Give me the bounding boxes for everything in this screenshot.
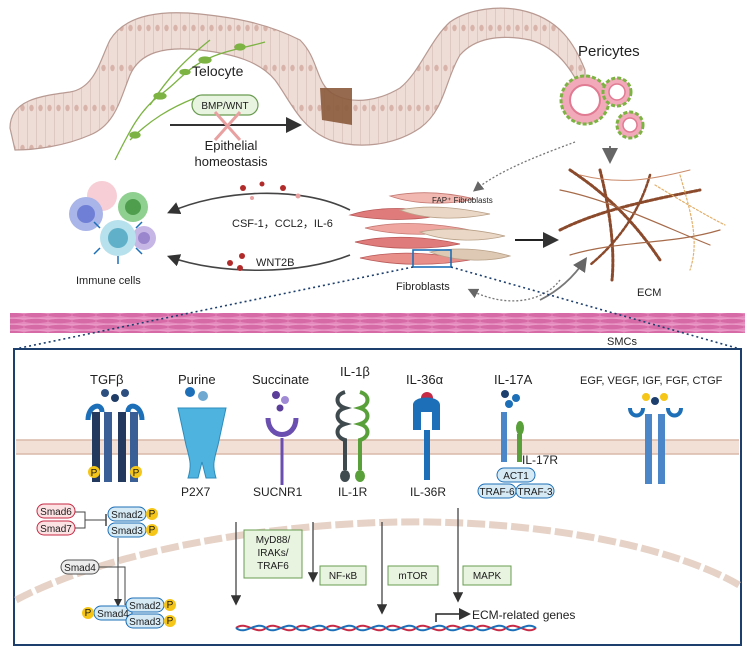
zoom-line-left	[14, 266, 414, 350]
complex-phospho-bottom: P	[167, 616, 174, 627]
epithelial-homeostasis-line2: homeostasis	[195, 154, 268, 169]
traf6-label: TRAF-6	[480, 487, 515, 498]
complex-smad4-label: Smad4	[97, 609, 129, 620]
complex-phospho-top: P	[167, 600, 174, 611]
purine-label: Purine	[178, 372, 216, 387]
pericyte-to-fibroblast-arrow	[472, 141, 576, 192]
wnt2b-label: WNT2B	[256, 257, 295, 269]
pathway-arrows	[230, 508, 464, 615]
immune-cells	[69, 181, 156, 264]
complex-smad3-label: Smad3	[129, 617, 161, 628]
smad4-label: Smad4	[64, 563, 96, 574]
il36r-receptor	[413, 392, 440, 480]
traf3-label: TRAF-3	[518, 487, 553, 498]
smad2-label: Smad2	[111, 510, 143, 521]
nfkb-label: NF-κB	[329, 571, 358, 582]
ecm-genes-label: ECM-related genes	[472, 608, 575, 622]
pericyte-vessels	[559, 74, 645, 140]
p2x7-label: P2X7	[181, 485, 211, 499]
tgfb-receptor: P P	[85, 389, 145, 482]
sucnr1-label: SUCNR1	[253, 485, 303, 499]
immune-cells-label: Immune cells	[76, 275, 141, 287]
p2x7-receptor	[177, 387, 227, 479]
mtor-label: mTOR	[398, 571, 427, 582]
fibroblast-cluster	[348, 192, 512, 268]
il17r-label: IL-17R	[522, 453, 558, 467]
il1r-receptor	[335, 390, 370, 482]
smc-to-ecm-arrow	[539, 257, 587, 301]
fibroblasts-label: Fibroblasts	[396, 281, 450, 293]
smcs-label: SMCs	[607, 336, 637, 348]
telocyte-label: Telocyte	[192, 63, 244, 79]
sucnr1-receptor	[265, 391, 299, 485]
mtor-box	[387, 565, 439, 586]
il36r-label: IL-36R	[410, 485, 446, 499]
epithelial-homeostasis-line1: Epithelial	[205, 138, 258, 153]
growth-factors-label: EGF, VEGF, IGF, FGF, CTGF	[580, 375, 723, 387]
il17r-receptor	[477, 390, 555, 499]
myd88-line1: MyD88/	[256, 535, 291, 546]
il1b-label: IL-1β	[340, 364, 370, 379]
myd88-box	[243, 529, 303, 579]
inhibition-cross-icon	[213, 111, 242, 141]
ecm-fibers	[558, 168, 726, 282]
tgfb-label: TGFβ	[90, 372, 123, 387]
mapk-label: MAPK	[473, 571, 502, 582]
bmp-wnt-box	[191, 94, 259, 116]
pericytes-label: Pericytes	[578, 43, 640, 60]
myd88-line3: TRAF6	[257, 561, 289, 572]
growth-factor-receptor	[628, 393, 683, 484]
telocyte-cells	[114, 39, 266, 161]
tgfb-phospho-left: P	[91, 468, 98, 479]
cytokine-arrow	[167, 192, 351, 214]
il36a-label: IL-36α	[406, 372, 444, 387]
ecm-label: ECM	[637, 287, 661, 299]
intestinal-epithelium	[9, 7, 586, 151]
cytokine-dots	[227, 181, 301, 271]
ecm-feedback-arrow	[467, 279, 561, 302]
smad3-label: Smad3	[111, 526, 143, 537]
smad2-phospho: P	[149, 509, 156, 520]
wnt2b-arrow	[166, 254, 351, 272]
il17a-label: IL-17A	[494, 372, 533, 387]
complex-smad2-label: Smad2	[129, 601, 161, 612]
transcription-arrow	[435, 608, 471, 622]
smad-pathway	[36, 503, 176, 629]
tgfb-phospho-right: P	[133, 468, 140, 479]
smad7-label: Smad7	[40, 524, 72, 535]
smad6-label: Smad6	[40, 507, 72, 518]
nucleus-envelope	[14, 518, 741, 604]
myd88-line2: IRAKs/	[257, 548, 288, 559]
succinate-label: Succinate	[252, 372, 309, 387]
dna-helix	[235, 624, 537, 632]
fap-fibroblasts-label: FAP⁺ Fibroblasts	[432, 196, 493, 205]
nfkb-box	[319, 565, 367, 586]
fibroblast-signaling-panel	[13, 348, 742, 646]
cytokines-label: CSF-1，CCL2，IL-6	[232, 218, 333, 230]
smad3-phospho: P	[149, 525, 156, 536]
act1-label: ACT1	[503, 471, 529, 482]
complex-phospho-left: P	[85, 608, 92, 619]
il1r-label: IL-1R	[338, 485, 368, 499]
smc-band	[10, 313, 745, 333]
bmp-wnt-label: BMP/WNT	[201, 101, 248, 112]
mapk-box	[462, 565, 512, 586]
zoom-line-right	[450, 266, 741, 350]
